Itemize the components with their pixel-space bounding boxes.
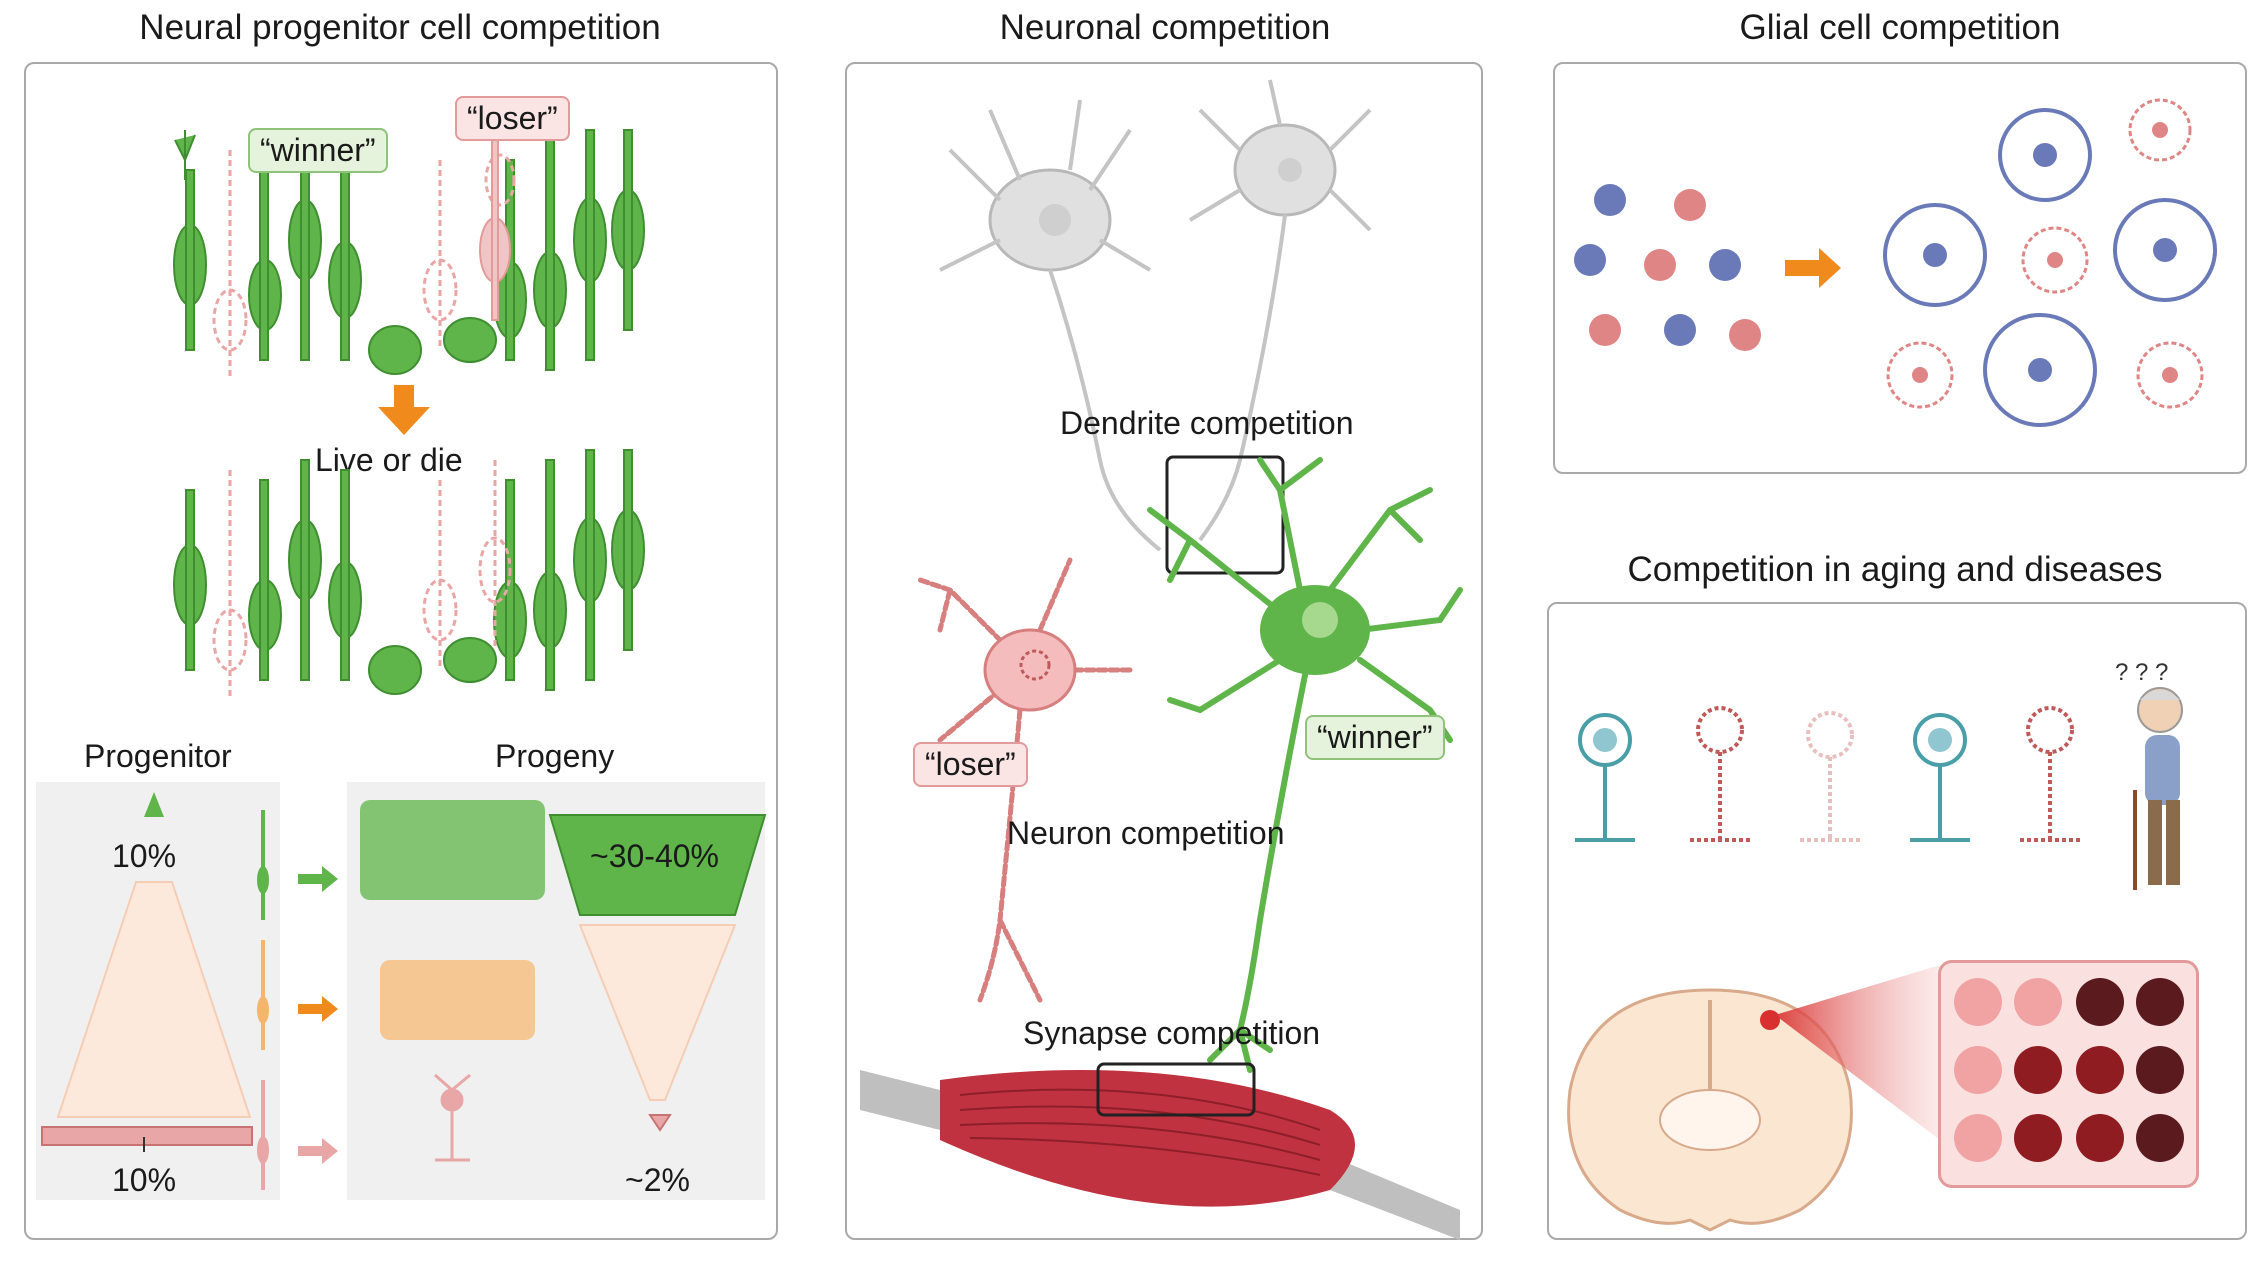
neuronal-panel-title: Neuronal competition xyxy=(999,8,1331,47)
pink-arrow-icon xyxy=(298,1138,338,1164)
progenitor-loser-tag: “loser” xyxy=(455,96,570,141)
muscle-fiber xyxy=(860,1070,1460,1240)
glia-small-cluster xyxy=(1574,184,1761,351)
question-mark-icon: ? ? ? xyxy=(2115,659,2168,686)
live-or-die-label: Live or die xyxy=(315,442,463,478)
progeny-pct-top: ~30-40% xyxy=(590,838,719,874)
aging-panel-title: Competition in aging and diseases xyxy=(1627,550,2163,589)
elderly-person-icon: ? ? ? xyxy=(2115,659,2183,890)
orange-arrow-icon xyxy=(298,996,338,1022)
synapse-competition-label: Synapse competition xyxy=(1023,1015,1321,1051)
neuron-competition-label: Neuron competition xyxy=(1007,815,1285,851)
glia-large-cluster xyxy=(1883,98,2217,427)
synapse-box xyxy=(1096,1062,1256,1117)
progenitor-pct-top: 10% xyxy=(112,838,177,874)
progeny-neurons xyxy=(360,800,545,1162)
progeny-pct-bottom: ~2% xyxy=(625,1162,690,1198)
progenitor-pct-bottom: 10% xyxy=(112,1162,177,1198)
progenitor-side-cells xyxy=(257,810,269,1190)
grey-neurons xyxy=(939,79,1372,552)
zoom-cone xyxy=(1775,965,1940,1140)
progenitor-cells-bottom xyxy=(173,449,645,700)
progenitor-label: Progenitor xyxy=(84,738,232,774)
progenitor-panel-title: Neural progenitor cell competition xyxy=(139,8,661,47)
green-arrow-icon xyxy=(298,866,338,892)
glial-panel-title: Glial cell competition xyxy=(1739,8,2061,47)
orange-arrow-icon xyxy=(378,385,430,435)
orange-arrow-icon xyxy=(1785,248,1841,288)
neuronal-panel xyxy=(845,62,1483,1240)
progenitor-pyramid xyxy=(41,792,253,1152)
dendrite-competition-label: Dendrite competition xyxy=(1060,405,1354,441)
winner-neuron xyxy=(1147,457,1463,1073)
progenitor-winner-tag: “winner” xyxy=(248,128,388,173)
brain-section xyxy=(1567,988,1853,1232)
aging-neurons-row xyxy=(1575,706,2080,842)
neuronal-winner-tag: “winner” xyxy=(1305,715,1445,760)
neuronal-loser-tag: “loser” xyxy=(913,742,1028,787)
progeny-funnel xyxy=(548,814,767,1132)
progenitor-cells-top xyxy=(173,129,645,380)
progeny-label: Progeny xyxy=(495,738,615,774)
cell-zoom-grid xyxy=(1954,978,2184,1162)
